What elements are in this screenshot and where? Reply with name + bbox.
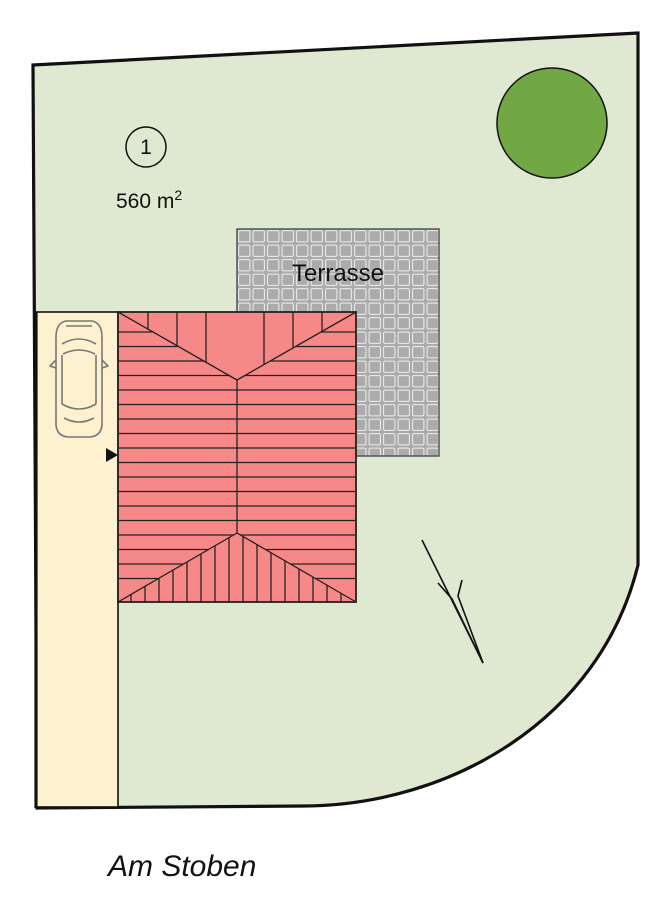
car-icon xyxy=(49,320,109,438)
north-arrow-icon xyxy=(421,539,484,664)
plot-area: 560 m2 xyxy=(116,187,182,213)
house-roof xyxy=(117,311,357,603)
plot-number: 1 xyxy=(140,136,152,159)
entrance-marker-icon xyxy=(106,448,118,462)
tree-icon xyxy=(496,67,608,179)
plot-number-circle xyxy=(125,126,167,168)
terrace-label: Terrasse xyxy=(292,260,384,287)
street-name: Am Stoben xyxy=(106,850,256,883)
driveway xyxy=(35,311,119,808)
